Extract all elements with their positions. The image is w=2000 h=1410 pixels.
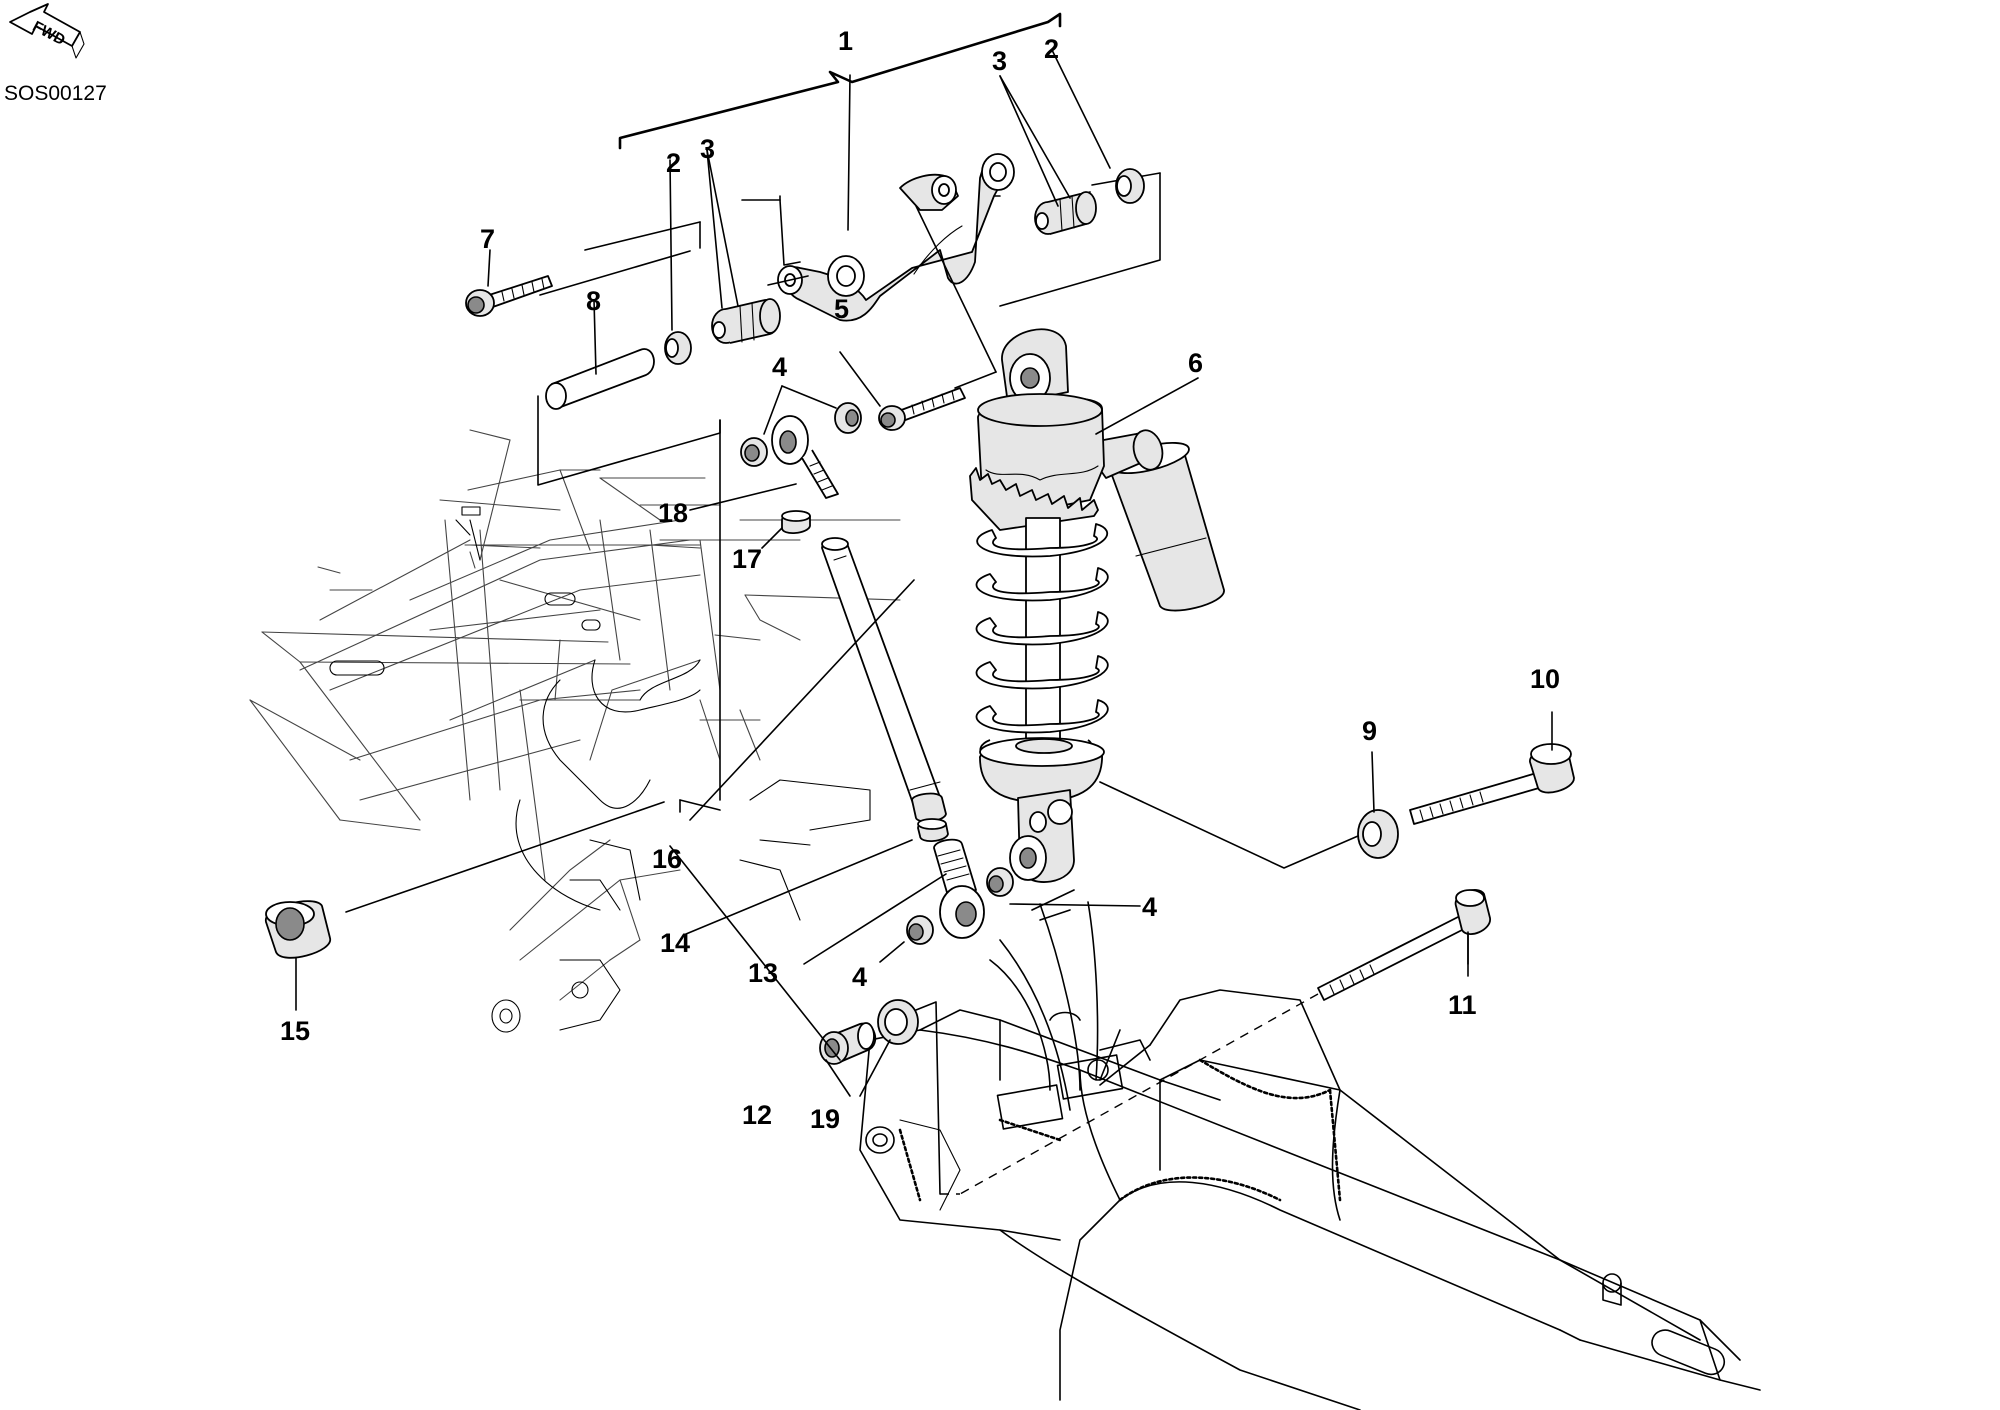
leader-lines [487, 49, 1553, 1097]
bolt-part-11 [1317, 889, 1491, 1001]
callout-4-lower-left: 4 [852, 962, 867, 992]
bushing-part-4-lower-right [986, 867, 1014, 897]
bushing-part-3-right [1034, 191, 1097, 235]
callout-5: 5 [834, 294, 849, 324]
washer-part-19 [877, 999, 919, 1045]
callout-3-right: 3 [992, 46, 1007, 76]
bushing-part-4-lower-left [906, 915, 934, 945]
callout-2-right: 2 [1044, 34, 1059, 64]
callout-2-left: 2 [666, 148, 681, 178]
callout-17: 17 [732, 544, 762, 574]
callout-18: 18 [658, 498, 688, 528]
callout-4-upper: 4 [772, 352, 787, 382]
callout-7: 7 [480, 224, 495, 254]
callout-4-lower-right: 4 [1142, 892, 1157, 922]
callout-10: 10 [1530, 664, 1560, 694]
bush-part-15 [265, 900, 331, 959]
callout-1-bracket [618, 12, 1062, 150]
rocker-arm [767, 153, 1015, 322]
leader-1 [847, 74, 851, 231]
rod-end-part-13 [933, 838, 985, 939]
callout-3-left: 3 [700, 134, 715, 164]
callout-13: 13 [748, 958, 778, 988]
nut-part-17 [781, 510, 811, 534]
callout-15: 15 [280, 1016, 310, 1046]
callout-6: 6 [1188, 348, 1203, 378]
callout-14: 14 [660, 928, 690, 958]
rod-end-part-18 [771, 415, 839, 499]
shock-absorber-part-6 [969, 328, 1225, 883]
tie-rod [821, 537, 947, 823]
callout-11: 11 [1448, 990, 1477, 1020]
fwd-arrow-icon: FWD [9, 3, 85, 59]
sleeve-part-12 [819, 1022, 877, 1065]
bolt-part-7 [465, 275, 553, 317]
callout-9: 9 [1362, 716, 1377, 746]
callout-numbers: 1 2 2 3 3 4 4 4 5 6 7 8 9 10 11 12 13 14… [280, 26, 1560, 1134]
callout-19: 19 [810, 1104, 840, 1134]
bolt-part-10 [1409, 743, 1575, 825]
bolt-part-5 [878, 387, 966, 431]
bushing-part-3-left [711, 298, 781, 344]
washer-part-9 [1357, 809, 1399, 859]
washer-part-2-left [664, 331, 692, 365]
frame-structure [249, 429, 901, 1033]
spacer-part-8 [545, 348, 655, 410]
callout-1: 1 [838, 26, 853, 56]
bushing-part-4-upper-right [834, 402, 862, 434]
callout-12: 12 [742, 1100, 772, 1130]
swingarm [859, 989, 1761, 1410]
callout-8: 8 [586, 286, 601, 316]
nut-part-14 [917, 818, 949, 842]
bushing-part-4-upper-left [740, 437, 768, 467]
callout-16: 16 [652, 844, 682, 874]
drawing-code: SOS00127 [4, 82, 107, 105]
washer-part-2-right [1115, 168, 1145, 204]
